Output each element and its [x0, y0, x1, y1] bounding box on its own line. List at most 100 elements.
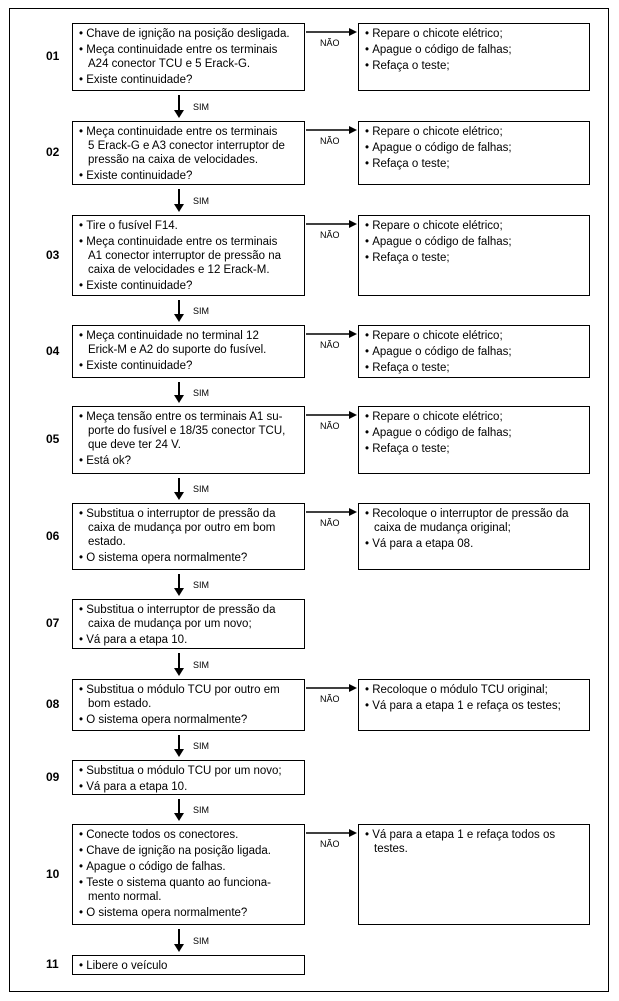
no-arrowhead — [349, 829, 357, 837]
step-action-item: Existe continuidade? — [79, 359, 298, 373]
step-number: 04 — [46, 343, 60, 358]
no-arrowhead — [349, 411, 357, 419]
no-branch-box: Repare o chicote elétrico;Apague o códig… — [358, 121, 590, 185]
no-branch-box: Repare o chicote elétrico; Apague o códig… — [358, 325, 590, 378]
step-action-item: Conecte todos os conectores. — [79, 828, 298, 842]
no-branch-item: Refaça o teste; — [365, 157, 583, 171]
step-action-box: Meça continuidade no terminal 12 Erick-M… — [72, 325, 305, 378]
yes-arrowhead — [174, 944, 184, 952]
step-number: 10 — [46, 866, 60, 881]
no-branch-item: Repare o chicote elétrico; — [365, 329, 583, 343]
yes-arrowhead — [174, 395, 184, 403]
no-branch-item: Refaça o teste; — [365, 442, 583, 456]
no-arrowhead — [349, 330, 357, 338]
no-branch-box: Recoloque o módulo TCU original; Vá para … — [358, 679, 590, 731]
step-number: 11 — [46, 957, 59, 971]
no-label: NÃO — [320, 340, 340, 350]
step-action-item: Libere o veículo — [79, 959, 298, 973]
no-branch-item: Apague o código de falhas; — [365, 345, 583, 359]
no-branch-item: Apague o código de falhas; — [365, 426, 583, 440]
no-branch-item: Refaça o teste; — [365, 59, 583, 73]
no-label: NÃO — [320, 136, 340, 146]
no-branch-box: Repare o chicote elétrico; Apague o códig… — [358, 23, 590, 91]
yes-label: SIM — [193, 101, 210, 112]
step-action-item: Meça continuidade no terminal 12 Erick-M… — [79, 329, 298, 357]
no-branch-box: Vá para a etapa 1 e refaça todos os test… — [358, 824, 590, 925]
step-action-box: Meça tensão entre os terminais A1 su- po… — [72, 406, 305, 474]
yes-arrowhead — [174, 314, 184, 322]
no-arrowhead — [349, 126, 357, 134]
no-branch-item: Apague o código de falhas; — [365, 141, 583, 155]
no-label: NÃO — [320, 518, 340, 528]
step-action-box: Chave de ignição na posição desligada.Me… — [72, 23, 305, 91]
no-branch-item: Recoloque o interruptor de pressão da ca… — [365, 507, 583, 535]
yes-label: SIM — [193, 741, 210, 751]
step-action-item: Vá para a etapa 10. — [79, 780, 298, 794]
no-branch-box: Repare o chicote elétrico; Apague o códig… — [358, 406, 590, 474]
yes-label: SIM — [193, 935, 210, 946]
no-branch-item: Recoloque o módulo TCU original; — [365, 683, 583, 697]
yes-arrowhead — [174, 813, 184, 821]
step-action-item: O sistema opera normalmente? — [79, 713, 298, 727]
no-label: NÃO — [320, 230, 340, 240]
step-action-item: Chave de ignição na posição ligada. — [79, 844, 298, 858]
step-action-item: Substitua o módulo TCU por um novo; — [79, 764, 298, 778]
step-action-item: Existe continuidade? — [79, 73, 298, 87]
step-action-item: O sistema opera normalmente? — [79, 551, 298, 565]
step-action-item: Tire o fusível F14. — [79, 219, 298, 233]
step-action-box: Substitua o módulo TCU por outro em bom … — [72, 679, 305, 731]
no-arrowhead — [349, 508, 357, 516]
yes-arrowhead — [174, 749, 184, 757]
step-number: 07 — [46, 616, 60, 630]
no-branch-item: Repare o chicote elétrico; — [365, 219, 583, 233]
flowchart-frame — [9, 8, 609, 992]
step-action-item: Meça tensão entre os terminais A1 su- po… — [79, 410, 298, 452]
step-action-item: Vá para a etapa 10. — [79, 633, 298, 647]
yes-label: SIM — [193, 306, 210, 316]
no-label: NÃO — [320, 38, 340, 48]
yes-arrowhead — [174, 668, 184, 676]
step-number: 08 — [46, 697, 60, 711]
no-arrowhead — [349, 220, 357, 228]
step-action-item: Substitua o interruptor de pressão da ca… — [79, 603, 298, 631]
step-number: 06 — [46, 528, 60, 543]
step-action-item: Existe continuidade? — [79, 169, 298, 183]
no-branch-item: Refaça o teste; — [365, 251, 583, 265]
no-branch-item: Vá para a etapa 1 e refaça os testes; — [365, 699, 583, 713]
step-number: 03 — [46, 247, 60, 262]
no-branch-item: Repare o chicote elétrico; — [365, 410, 583, 424]
step-action-item: Meça continuidade entre os terminais A24… — [79, 43, 298, 71]
step-action-box: Meça continuidade entre os terminais 5 E… — [72, 121, 305, 185]
step-action-item: Meça continuidade entre os terminais A1 … — [79, 235, 298, 277]
no-arrowhead — [349, 684, 357, 692]
yes-label: SIM — [193, 484, 210, 494]
yes-label: SIM — [193, 387, 210, 398]
step-action-item: O sistema opera normalmente? — [79, 906, 298, 920]
no-branch-item: Apague o código de falhas; — [365, 43, 583, 57]
yes-label: SIM — [193, 805, 210, 815]
step-action-item: Existe continuidade? — [79, 279, 298, 293]
yes-arrowhead — [174, 588, 184, 596]
no-branch-item: Vá para a etapa 1 e refaça todos os test… — [365, 828, 583, 856]
step-number: 01 — [46, 49, 60, 63]
no-branch-box: Repare o chicote elétrico; Apague o códig… — [358, 215, 590, 296]
yes-label: SIM — [193, 195, 210, 206]
no-label: NÃO — [320, 839, 340, 849]
step-action-box: Substitua o módulo TCU por um novo; Vá pa… — [72, 760, 305, 795]
no-branch-item: Apague o código de falhas; — [365, 235, 583, 249]
no-branch-item: Refaça o teste; — [365, 361, 583, 375]
no-branch-box: Recoloque o interruptor de pressão da ca… — [358, 503, 590, 570]
yes-label: SIM — [193, 659, 210, 670]
step-action-box: Tire o fusível F14. Meça continuidade ent… — [72, 215, 305, 296]
step-action-box: Substitua o interruptor de pressão da ca… — [72, 503, 305, 570]
no-arrowhead — [349, 28, 357, 36]
step-action-item: Meça continuidade entre os terminais 5 E… — [79, 125, 298, 167]
yes-arrowhead — [174, 204, 184, 212]
step-action-item: Apague o código de falhas. — [79, 860, 298, 874]
step-action-item: Teste o sistema quanto ao funciona- ment… — [79, 876, 298, 904]
yes-label: SIM — [193, 580, 210, 590]
no-branch-item: Repare o chicote elétrico; — [365, 27, 583, 41]
step-action-box: Substitua o interruptor de pressão da ca… — [72, 599, 305, 649]
step-action-item: Está ok? — [79, 454, 298, 468]
